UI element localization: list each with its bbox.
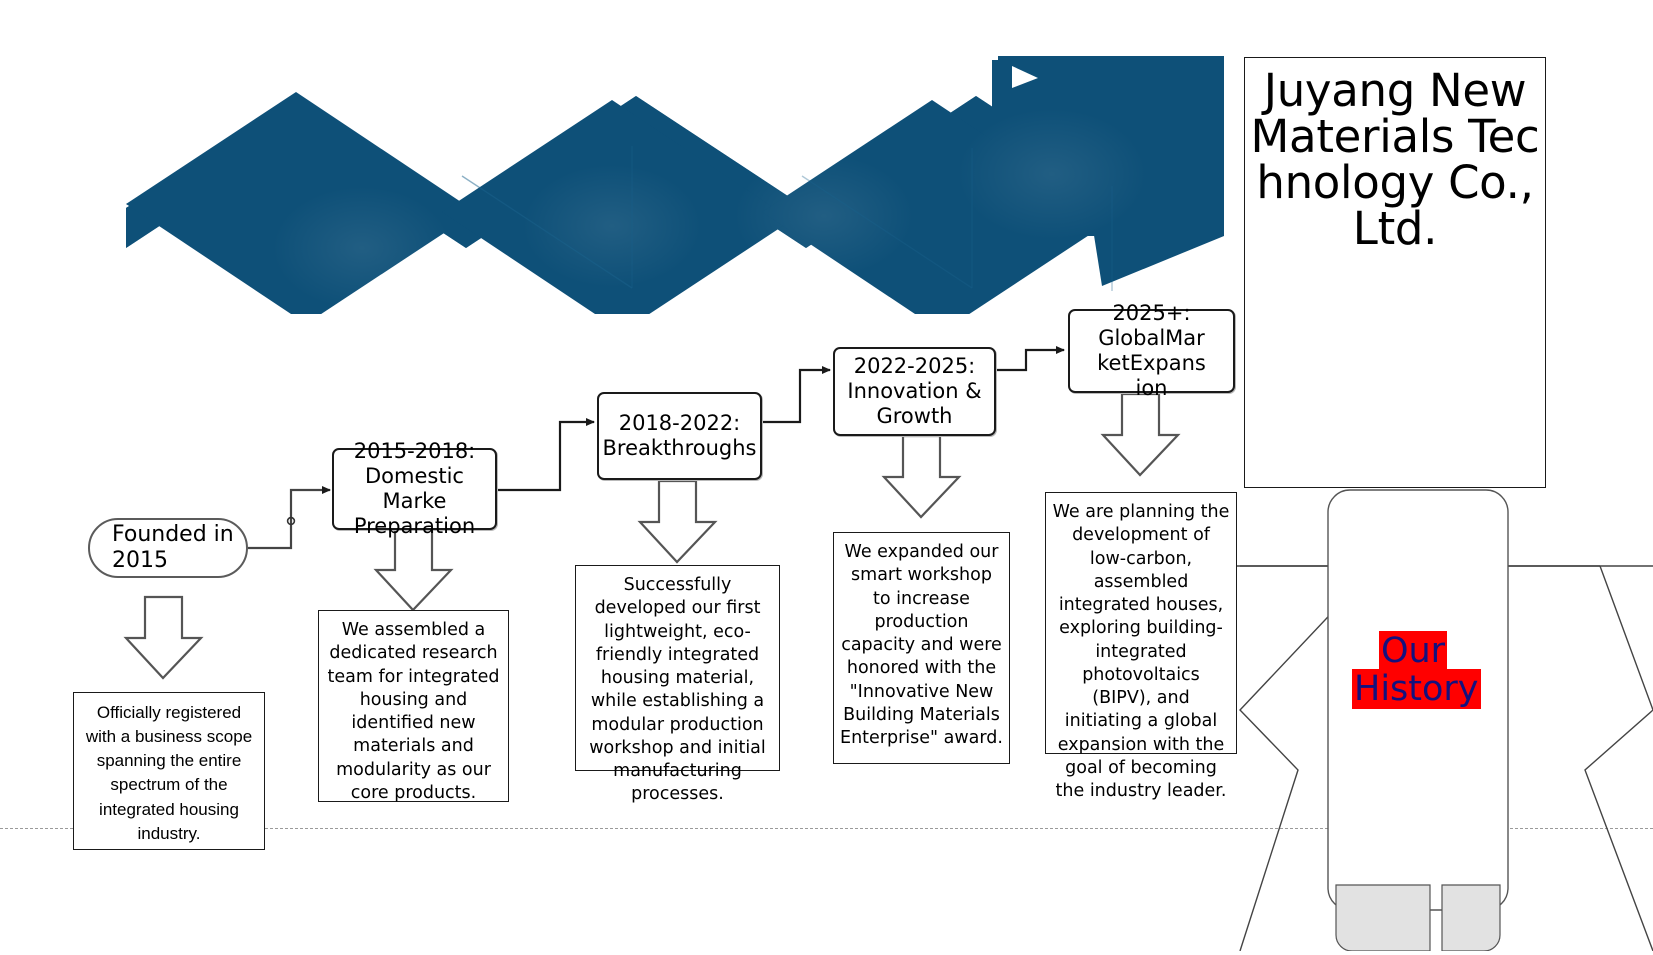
stage-node-2018-2022[interactable]: 2018-2022: Breakthroughs xyxy=(597,392,762,480)
description-box-founding: Officially registered with a business sc… xyxy=(73,692,265,850)
our-history-label: Our History xyxy=(1352,631,1481,709)
our-history-line2: History xyxy=(1352,668,1481,709)
stage-node-2018-2022-label: 2018-2022: Breakthroughs xyxy=(602,411,757,460)
description-founding-text: Officially registered with a business sc… xyxy=(85,703,253,843)
description-box-2015-2018: We assembled a dedicated research team f… xyxy=(318,610,509,803)
company-title-card: Juyang New Materials Technology Co., Ltd… xyxy=(1244,57,1546,488)
description-2018-2022-text: Successfully developed our first lightwe… xyxy=(589,575,766,805)
stage-node-2025-plus[interactable]: 2025+: GlobalMar ketExpans ion xyxy=(1068,301,1235,400)
description-2022-2025-text: We expanded our smart workshop to increa… xyxy=(840,542,1003,749)
isometric-zigzag-banner xyxy=(112,36,1237,314)
description-box-2022-2025: We expanded our smart workshop to increa… xyxy=(833,532,1010,764)
stage-node-2022-2025[interactable]: 2022-2025: Innovation & Growth xyxy=(833,347,996,436)
stage-device-graphic xyxy=(1180,470,1653,952)
description-2025-plus-text: We are planning the development of low-c… xyxy=(1052,502,1230,802)
our-history-line1: Our xyxy=(1378,631,1448,671)
flow-start-node[interactable]: Founded in 2015 xyxy=(88,518,248,578)
stage-node-2022-2025-label: 2022-2025: Innovation & Growth xyxy=(847,354,982,428)
page-title: Juyang New Materials Technology Co., Ltd… xyxy=(1250,64,1540,255)
stage-node-2015-2018-label: 2015-2018: Domestic Marke Preparation xyxy=(353,439,476,538)
stage-node-2025-plus-label: 2025+: GlobalMar ketExpans ion xyxy=(1097,301,1206,400)
description-box-2025-plus: We are planning the development of low-c… xyxy=(1045,492,1237,801)
flow-start-label: Founded in 2015 xyxy=(112,522,234,573)
stage-node-2015-2018[interactable]: 2015-2018: Domestic Marke Preparation xyxy=(332,439,497,538)
horizontal-guide-line xyxy=(0,828,1653,829)
description-2015-2018-text: We assembled a dedicated research team f… xyxy=(327,620,500,803)
description-box-2018-2022: Successfully developed our first lightwe… xyxy=(575,565,780,804)
